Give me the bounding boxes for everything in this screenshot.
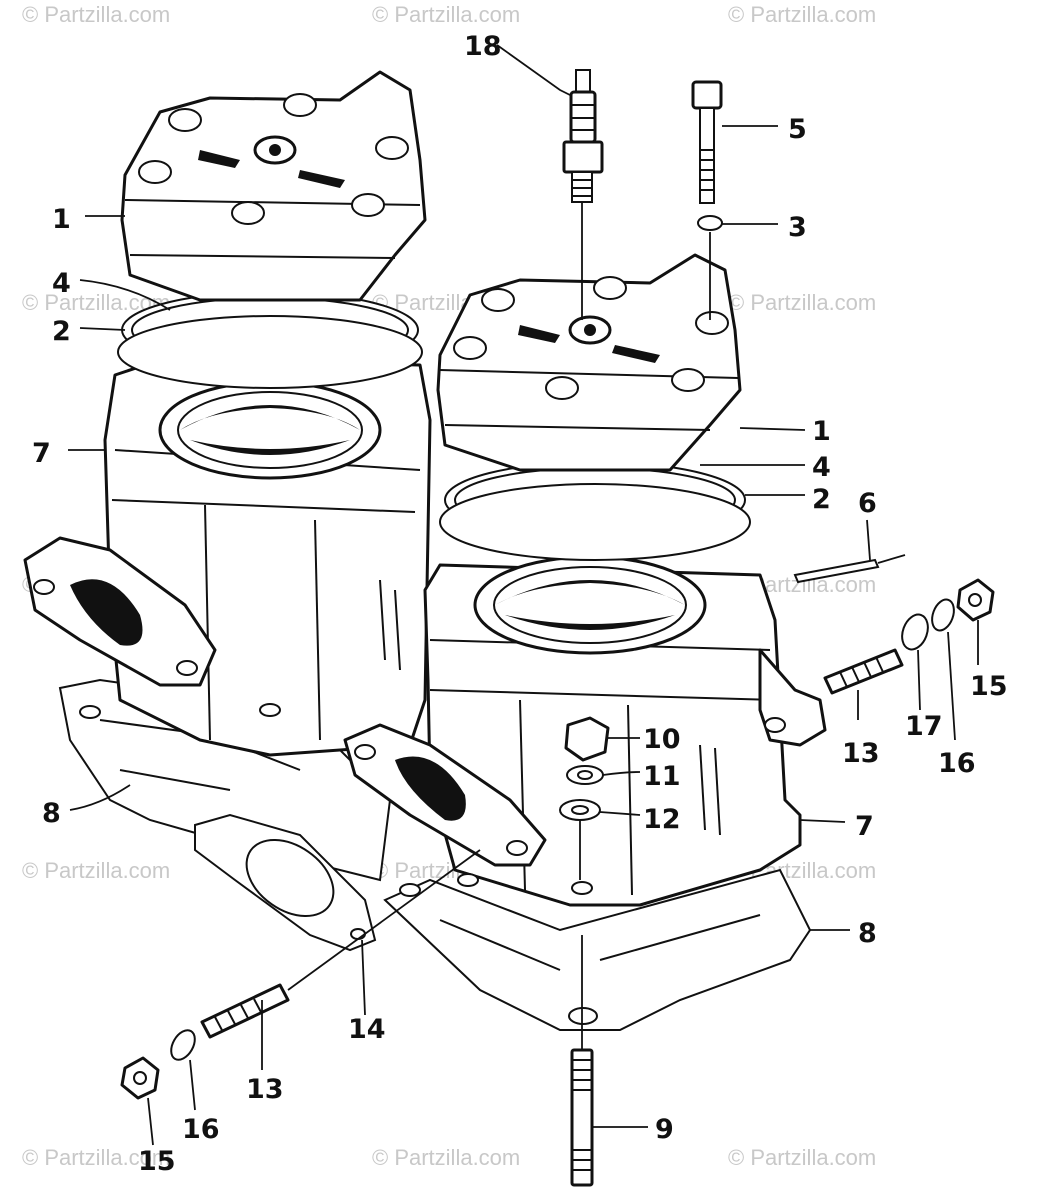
head-bolt bbox=[691, 80, 723, 204]
callouts: 18 5 3 1 4 2 7 1 4 2 6 15 13 17 16 10 11… bbox=[32, 31, 1008, 1177]
watermark: © Partzilla.com bbox=[22, 2, 170, 27]
callout-7-left: 7 bbox=[32, 438, 51, 469]
stud-right bbox=[823, 648, 904, 695]
watermark: © Partzilla.com bbox=[372, 2, 520, 27]
base-stud bbox=[570, 935, 594, 1187]
callout-2-left: 2 bbox=[52, 316, 71, 347]
cylinder-head-right bbox=[436, 253, 742, 472]
callout-8-left: 8 bbox=[42, 798, 61, 829]
callout-17: 17 bbox=[905, 711, 943, 742]
o-ring-right bbox=[439, 483, 751, 561]
callout-18: 18 bbox=[464, 31, 502, 62]
callout-1-left: 1 bbox=[52, 204, 71, 235]
callout-8-right: 8 bbox=[858, 918, 877, 949]
o-ring-left bbox=[117, 315, 423, 389]
callout-9: 9 bbox=[655, 1114, 674, 1145]
watermark: © Partzilla.com bbox=[728, 1145, 876, 1170]
callout-16-right: 16 bbox=[938, 748, 976, 779]
callout-3: 3 bbox=[788, 212, 807, 243]
watermark: © Partzilla.com bbox=[22, 1145, 170, 1170]
callout-7-right: 7 bbox=[855, 811, 874, 842]
lock-washer-left bbox=[170, 1029, 196, 1061]
callout-5: 5 bbox=[788, 114, 807, 145]
spark-plug bbox=[562, 69, 604, 320]
callout-11: 11 bbox=[643, 761, 681, 792]
exhaust-stud-left bbox=[200, 849, 481, 1039]
watermark: © Partzilla.com bbox=[372, 1145, 520, 1170]
flat-washer bbox=[901, 613, 929, 651]
cylinder-head-left bbox=[120, 70, 427, 302]
cylinder-nut bbox=[564, 716, 610, 762]
callout-4-left: 4 bbox=[52, 268, 71, 299]
base-gasket-right bbox=[383, 868, 812, 1031]
callout-1-right: 1 bbox=[812, 416, 831, 447]
callout-15-right: 15 bbox=[970, 671, 1008, 702]
washer bbox=[697, 215, 723, 231]
dowel-pin bbox=[793, 558, 880, 584]
callout-10: 10 bbox=[643, 724, 681, 755]
callout-4-right: 4 bbox=[812, 452, 831, 483]
lock-washer bbox=[931, 598, 955, 632]
callout-15-left: 15 bbox=[138, 1146, 176, 1177]
callout-13-right: 13 bbox=[842, 738, 880, 769]
callout-14: 14 bbox=[348, 1014, 386, 1045]
callout-13-left: 13 bbox=[246, 1074, 284, 1105]
watermark: © Partzilla.com bbox=[22, 858, 170, 883]
leader-lines bbox=[68, 44, 979, 1146]
callout-6: 6 bbox=[858, 488, 877, 519]
callout-12: 12 bbox=[643, 804, 681, 835]
callout-16-left: 16 bbox=[182, 1114, 220, 1145]
watermark: © Partzilla.com bbox=[728, 290, 876, 315]
watermark: © Partzilla.com bbox=[728, 2, 876, 27]
callout-2-right: 2 bbox=[812, 484, 831, 515]
